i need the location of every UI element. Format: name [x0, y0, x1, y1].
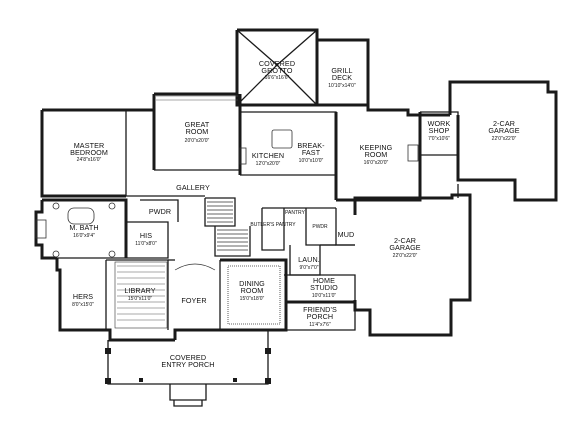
room-breakfast-label: BREAK-FAST [297, 141, 325, 157]
butlers-pantry-label: BUTLER'S PANTRY [250, 222, 296, 228]
room-hers-dims: 8'0"x15'0" [72, 302, 94, 308]
room-dining-room-dims: 15'0"x18'0" [240, 296, 265, 302]
exterior-walls [34, 28, 558, 342]
room-pwdr-label: PWDR [149, 207, 171, 216]
room-kitchen-dims: 12'0"x20'0" [256, 161, 281, 167]
room-hers-label: HERS [73, 292, 93, 301]
pantry-label: PANTRY [285, 210, 305, 216]
room-his-dims: 11'0"x8'0" [135, 241, 157, 247]
room-home-studio-dims: 10'0"x11'0" [312, 293, 336, 299]
room-mud-label: MUD [338, 230, 355, 239]
room-garage-center-dims: 22'0"x22'0" [393, 253, 418, 259]
room-master-bedroom-dims: 24'8"x16'0" [77, 157, 102, 163]
fixtures [35, 129, 516, 407]
room-m-bath-label: M. BATH [69, 223, 98, 232]
room-gallery-label: GALLERY [176, 183, 210, 192]
room-covered-grotto-dims: 16'6"x16'6" [265, 75, 290, 81]
room-great-room-dims: 20'0"x20'0" [185, 138, 210, 144]
room-m-bath-dims: 16'0"x9'4" [73, 233, 95, 239]
room-keeping-room-dims: 16'0"x20'0" [364, 160, 389, 166]
interior-walls [42, 94, 459, 330]
room-breakfast-dims: 10'0"x10'0" [299, 158, 324, 164]
wall-hatching [114, 95, 238, 329]
room-workshop-dims: 7'0"x10'6" [428, 136, 450, 142]
room-laundry-dims: 9'0"x7'0" [299, 265, 318, 271]
room-library-dims: 15'0"x11'0" [128, 296, 152, 302]
room-laundry-label: LAUN. [298, 255, 320, 264]
room-library-label: LIBRARY [124, 286, 155, 295]
room-friends-porch-dims: 11'4"x7'6" [309, 322, 331, 328]
room-foyer-label: FOYER [181, 296, 206, 305]
pwdr2-label: PWDR [312, 224, 328, 230]
room-his-label: HIS [140, 231, 152, 240]
room-kitchen-label: KITCHEN [252, 151, 284, 160]
room-garage-right-dims: 22'0"x22'0" [492, 136, 517, 142]
room-grill-deck-dims: 10'10"x14'0" [328, 83, 356, 89]
